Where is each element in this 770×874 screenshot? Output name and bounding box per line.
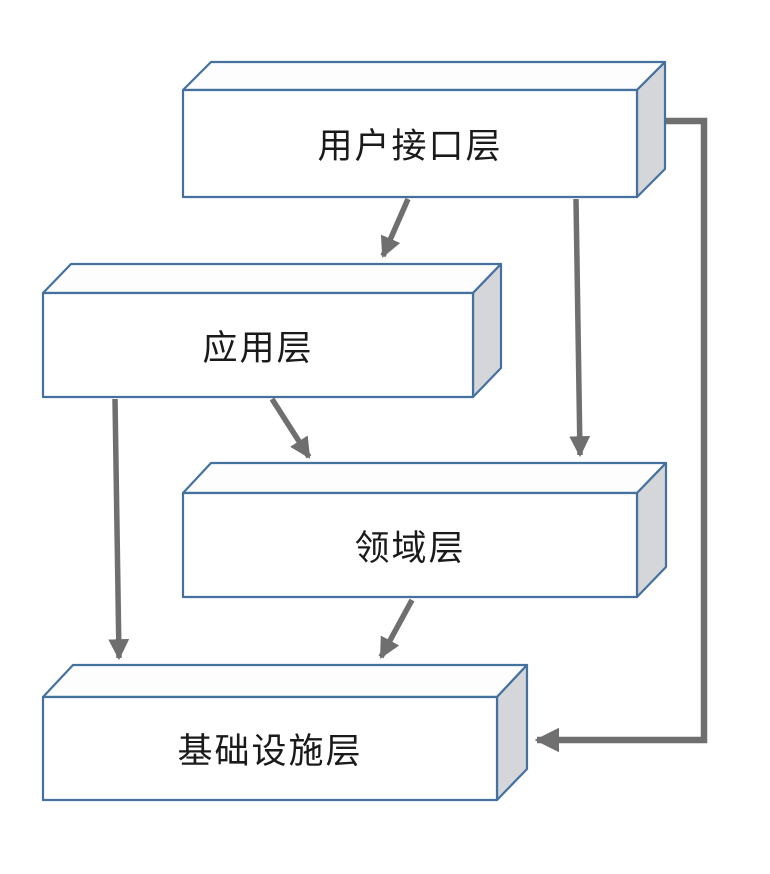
box-infrastructure-layer — [41, 663, 529, 802]
box-domain-layer-front — [181, 491, 639, 599]
box-user-interface-layer — [181, 60, 667, 199]
arrow-domain-to-infrastructure — [378, 598, 415, 659]
box-application-layer-top — [41, 262, 503, 295]
box-application-layer — [41, 262, 503, 399]
arrow-ui-to-application — [380, 197, 411, 258]
box-infrastructure-layer-front — [41, 695, 499, 802]
box-application-layer-front — [41, 291, 475, 399]
box-user-interface-layer-top — [181, 60, 667, 92]
box-infrastructure-layer-top — [41, 663, 529, 699]
box-domain-layer — [181, 461, 668, 599]
arrow-ui-to-domain — [569, 198, 591, 458]
arrow-application-to-infrastructure — [108, 398, 130, 661]
arrow-ui-to-infrastructure-elbow — [534, 117, 708, 753]
box-user-interface-layer-front — [181, 88, 639, 199]
box-domain-layer-top — [181, 461, 668, 495]
arrow-application-to-domain — [269, 397, 312, 459]
